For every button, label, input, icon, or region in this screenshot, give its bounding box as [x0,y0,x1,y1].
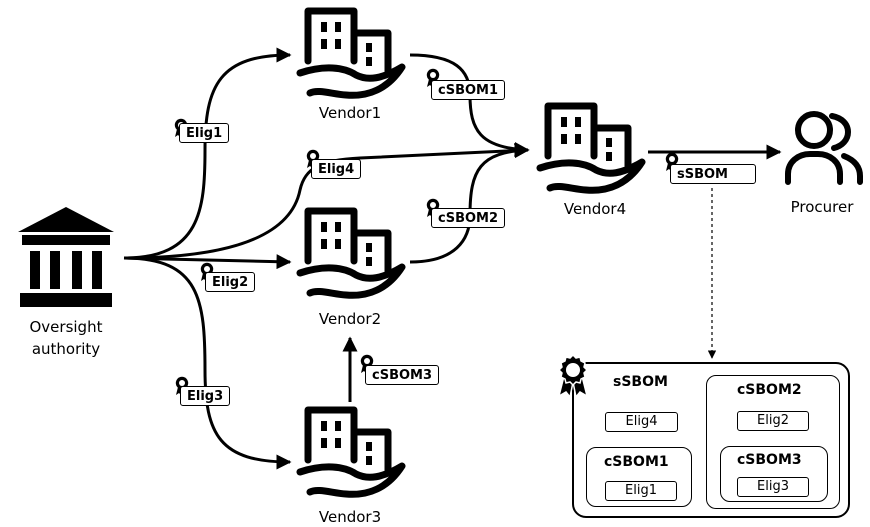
authority-label: Oversight authority [8,316,124,360]
composite-csbom1-elig: Elig1 [605,481,677,501]
bank-icon [18,207,114,307]
authority-label-line1: Oversight [29,318,103,336]
composite-csbom3-title: cSBOM3 [737,452,802,468]
composite-csbom2-elig: Elig2 [737,411,809,431]
csbom1-box [586,447,692,507]
vendor4-label: Vendor4 [563,200,627,218]
vendor2-building-hand-icon [296,207,406,299]
tag-csbom1: cSBOM1 [431,80,506,100]
vendor2-label: Vendor2 [318,310,382,328]
tag-csbom3: cSBOM3 [365,365,440,385]
composite-ssbom-title: sSBOM [613,374,668,390]
procurer-users-icon [785,111,863,185]
composite-csbom2-title: cSBOM2 [737,382,802,398]
vendor1-building-hand-icon [296,7,406,99]
authority-label-line2: authority [31,340,101,358]
csbom2-box [706,375,840,509]
vendor3-building-hand-icon [296,406,406,498]
vendor1-label: Vendor1 [318,104,382,122]
composite-csbom1-title: cSBOM1 [604,454,669,470]
composite-ssbom-elig: Elig4 [605,412,678,432]
ssbom-composite-box [572,362,850,518]
vendor3-label: Vendor3 [318,508,382,526]
tag-elig1: Elig1 [179,123,230,143]
tag-ssbom: sSBOM [670,164,756,184]
edge-authority-vendor3 [123,256,292,470]
csbom3-box [720,446,828,502]
tag-elig4: Elig4 [311,159,362,179]
composite-csbom3-elig: Elig3 [737,477,809,497]
tag-elig3: Elig3 [180,386,231,406]
tag-elig2: Elig2 [205,272,256,292]
procurer-label: Procurer [790,198,854,216]
certificate-badge-icon [557,354,589,398]
vendor4-building-hand-icon [536,102,646,194]
edge-authority-vendor1 [123,47,292,260]
tag-csbom2: cSBOM2 [431,208,506,228]
